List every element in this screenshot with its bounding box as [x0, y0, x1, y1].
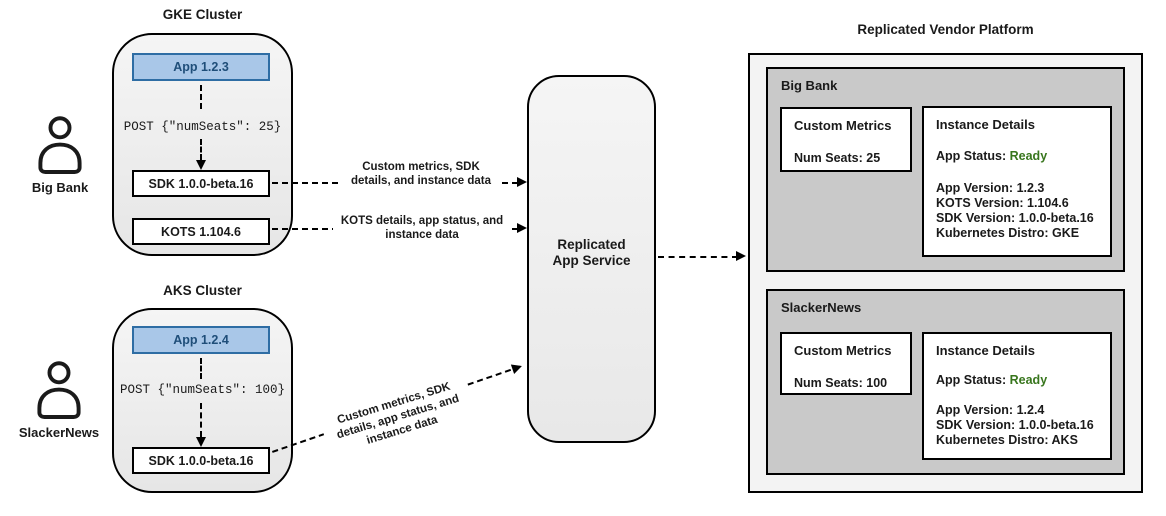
tenant-slackernews-name: SlackerNews [781, 300, 862, 315]
flow-label-kots: KOTS details, app status, and instance d… [333, 214, 511, 242]
gke-app-node: App 1.2.3 [132, 53, 270, 81]
user-icon [37, 361, 81, 419]
user-icon [38, 116, 82, 174]
slackernews-instance-details-panel: Instance Details App Status: Ready App V… [922, 332, 1112, 460]
gke-dashed-connector [200, 139, 202, 160]
actor-big-bank: Big Bank [30, 113, 90, 195]
arrowhead-right-icon [510, 361, 524, 374]
actor-label: Big Bank [31, 180, 89, 195]
tenant-bigbank-name: Big Bank [781, 78, 838, 93]
detail-line: Kubernetes Distro: AKS [936, 433, 1078, 447]
aks-dashed-connector [200, 403, 202, 437]
actor-label: SlackerNews [18, 425, 100, 440]
custom-metrics-title: Custom Metrics [794, 118, 892, 133]
gke-cluster-title: GKE Cluster [162, 7, 243, 22]
gke-kots-node: KOTS 1.104.6 [132, 218, 270, 245]
arrowhead-right-icon [517, 177, 527, 187]
detail-line: SDK Version: 1.0.0-beta.16 [936, 211, 1094, 225]
instance-details-title: Instance Details [936, 117, 1035, 132]
detail-line: KOTS Version: 1.104.6 [936, 196, 1069, 210]
detail-line: App Version: 1.2.3 [936, 181, 1045, 195]
aks-app-node: App 1.2.4 [132, 326, 270, 354]
num-seats-value: Num Seats: 25 [794, 151, 881, 165]
app-status-line: App Status: Ready [936, 373, 1098, 388]
app-status-line: App Status: Ready [936, 149, 1098, 164]
app-status-label: App Status: [936, 373, 1007, 387]
app-status-value: Ready [1009, 149, 1048, 163]
app-status-value: Ready [1009, 373, 1048, 387]
aks-sdk-node: SDK 1.0.0-beta.16 [132, 447, 270, 474]
arrowhead-right-icon [736, 251, 746, 261]
aks-dashed-connector [200, 358, 202, 379]
custom-metrics-title: Custom Metrics [794, 343, 892, 358]
dashed-arrow-service-to-platform [658, 256, 738, 258]
detail-line: Kubernetes Distro: GKE [936, 226, 1080, 240]
flow-label-sdk: Custom metrics, SDK details, and instanc… [342, 160, 500, 188]
instance-details-title: Instance Details [936, 343, 1035, 358]
replicated-app-service-box [527, 75, 656, 443]
platform-title: Replicated Vendor Platform [857, 22, 1034, 37]
aks-cluster-title: AKS Cluster [163, 283, 242, 298]
bigbank-instance-details-panel: Instance Details App Status: Ready App V… [922, 106, 1112, 257]
app-status-label: App Status: [936, 149, 1007, 163]
slackernews-custom-metrics-panel: Custom Metrics Num Seats: 100 [780, 332, 912, 395]
arrowhead-right-icon [517, 223, 527, 233]
flow-label-aks-sdk: Custom metrics, SDK details, app status,… [319, 374, 477, 460]
gke-sdk-node: SDK 1.0.0-beta.16 [132, 170, 270, 197]
aks-post-request: POST {"numSeats": 100} [119, 383, 286, 397]
detail-line: App Version: 1.2.4 [936, 403, 1045, 417]
num-seats-value: Num Seats: 100 [794, 376, 888, 390]
gke-post-request: POST {"numSeats": 25} [123, 120, 282, 134]
gke-dashed-connector [200, 85, 202, 109]
bigbank-custom-metrics-panel: Custom Metrics Num Seats: 25 [780, 107, 912, 172]
arrowhead-down-icon [196, 160, 206, 170]
actor-slackernews: SlackerNews [14, 358, 104, 440]
detail-line: SDK Version: 1.0.0-beta.16 [936, 418, 1094, 432]
replicated-app-service-label: Replicated App Service [552, 237, 631, 268]
arrowhead-down-icon [196, 437, 206, 447]
